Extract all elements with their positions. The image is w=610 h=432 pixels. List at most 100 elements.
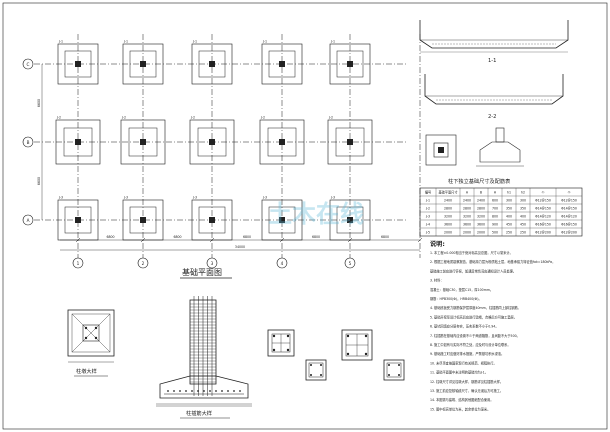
pedestal-title: 柱墩大样 [76,367,97,375]
footing-step [129,206,157,234]
axis-bubble-col [206,257,218,269]
table-cell: J-2 [425,206,430,210]
table-cell: 250 [506,230,512,234]
axis-label-col: 1 [77,261,80,266]
table-cell: 300 [506,198,512,202]
footing-tag: J-1 [262,40,267,44]
axis-label-col: 5 [349,261,352,266]
axis-label-col: 2 [142,261,145,266]
rebar-dot [227,390,229,392]
column-stub [279,217,285,223]
footing-tag: J-1 [192,40,197,44]
footing-outline [259,119,305,165]
axis-label-col: 3 [211,261,214,266]
footing-tag: J-2 [190,116,195,120]
note-line: 基础施工前应进行钎探，如遇异常情况应通知设计人员处理。 [430,268,516,273]
table-header-cell: 基础平面尺寸 [438,189,458,194]
rebar-dot [215,390,217,392]
section-2-2-label: 2-2 [488,114,496,120]
table-cell: 2800 [444,206,452,210]
axis-bubble-col [72,257,84,269]
footing-step [128,127,158,157]
table-cell: Φ12@150 [535,198,551,202]
note-line: 5. 基础开挖至设计标高后应进行验槽，合格后方可施工垫层。 [430,314,517,319]
column-stub [75,217,81,223]
column-section-a [267,329,295,357]
footing-tag: J-2 [260,116,265,120]
rebar-dot [209,390,211,392]
rebar-dot [179,390,181,392]
note-line: 混凝土：基础C30，垫层C15，厚100mm。 [430,287,493,292]
table-cell: 3600 [477,222,485,226]
column-rebar-detail: 柱插筋大样 [156,296,252,419]
table-header-cell: h2 [521,190,525,194]
footing-tag: J-3 [58,196,63,200]
axis-bubble-row [22,58,34,70]
column-stub [347,217,353,223]
note-line: 11. 基础平面图中未注明的基础均为J-1。 [430,370,488,375]
rebar-dot [203,390,205,392]
table-cell: 2000 [444,230,452,234]
footing-outline [329,43,371,85]
table-title: 柱下独立基础尺寸及配筋表 [448,177,511,185]
note-line: 钢筋：HPB300(Φ)，HRB400(Ф)。 [430,296,482,301]
footing-step [198,206,226,234]
footing-outline [120,119,166,165]
span-dimension: 6800 [312,235,320,239]
column-stub [279,61,285,67]
axis-bubble-col [137,257,149,269]
table-cell: 2800 [463,206,471,210]
axis-label-row: C [27,62,30,67]
table-cell: 300 [520,198,526,202]
footing-step [335,127,365,157]
table-header-cell: h1 [507,190,511,194]
table-cell: Φ12@200 [561,230,577,234]
table-header-cell: B [480,190,482,194]
table-cell: Φ14@120 [535,214,551,218]
table-cell: Φ14@120 [561,214,577,218]
footing-tag: J-2 [56,116,61,120]
span-dimension: 6800 [173,235,181,239]
footing-tag: J-3 [192,196,197,200]
section-2-2: 2-2 [424,74,564,120]
column-stub [75,139,81,145]
watermark-text: 土木在线 [268,200,364,228]
table-cell: 350 [506,206,512,210]
column-stub [347,61,353,67]
table-cell: 800 [492,214,498,218]
note-line: 12. 柱墩尺寸详见柱墩大样，钢筋详见柱插筋大样。 [430,379,503,384]
table-header-cell: A [466,190,469,194]
table-cell: J-3 [425,214,430,218]
footing-outline [57,43,99,85]
footing-step [268,206,296,234]
table-cell: Φ12@200 [535,230,551,234]
note-line: 1. 本工程±0.000相当于绝对标高见总图，尺寸以毫米计。 [430,250,513,255]
column-section-b [305,359,327,381]
footing-step [63,127,93,157]
typical-footing-detail [425,127,524,167]
column-stub [75,61,81,67]
table-cell: J-1 [425,198,430,202]
footing-outline [261,199,303,241]
table-header-cell: 编号 [425,189,431,194]
footing-tag: J-2 [121,116,126,120]
rebar-dot [197,390,199,392]
table-cell: 2400 [463,198,471,202]
table-cell: 3200 [477,214,485,218]
axis-label-col: 4 [281,261,284,266]
footing-outline [329,199,371,241]
table-cell: 350 [520,206,526,210]
footing-outline [57,199,99,241]
section-1-1-label: 1-1 [488,58,496,64]
table-cell: 400 [520,214,526,218]
note-line: 14. 本图需与建筑、结构其他图纸配合使用。 [430,397,493,402]
footing-outline [191,199,233,241]
note-line: 8. 施工中如有与实际不符之处，应及时与设计单位联系。 [430,342,511,347]
table-cell: Φ12@150 [561,198,577,202]
table-header-cell: ② [568,190,571,194]
table-cell: 900 [492,222,498,226]
span-dimension: 6800 [106,235,114,239]
axis-bubble-row [22,214,34,226]
